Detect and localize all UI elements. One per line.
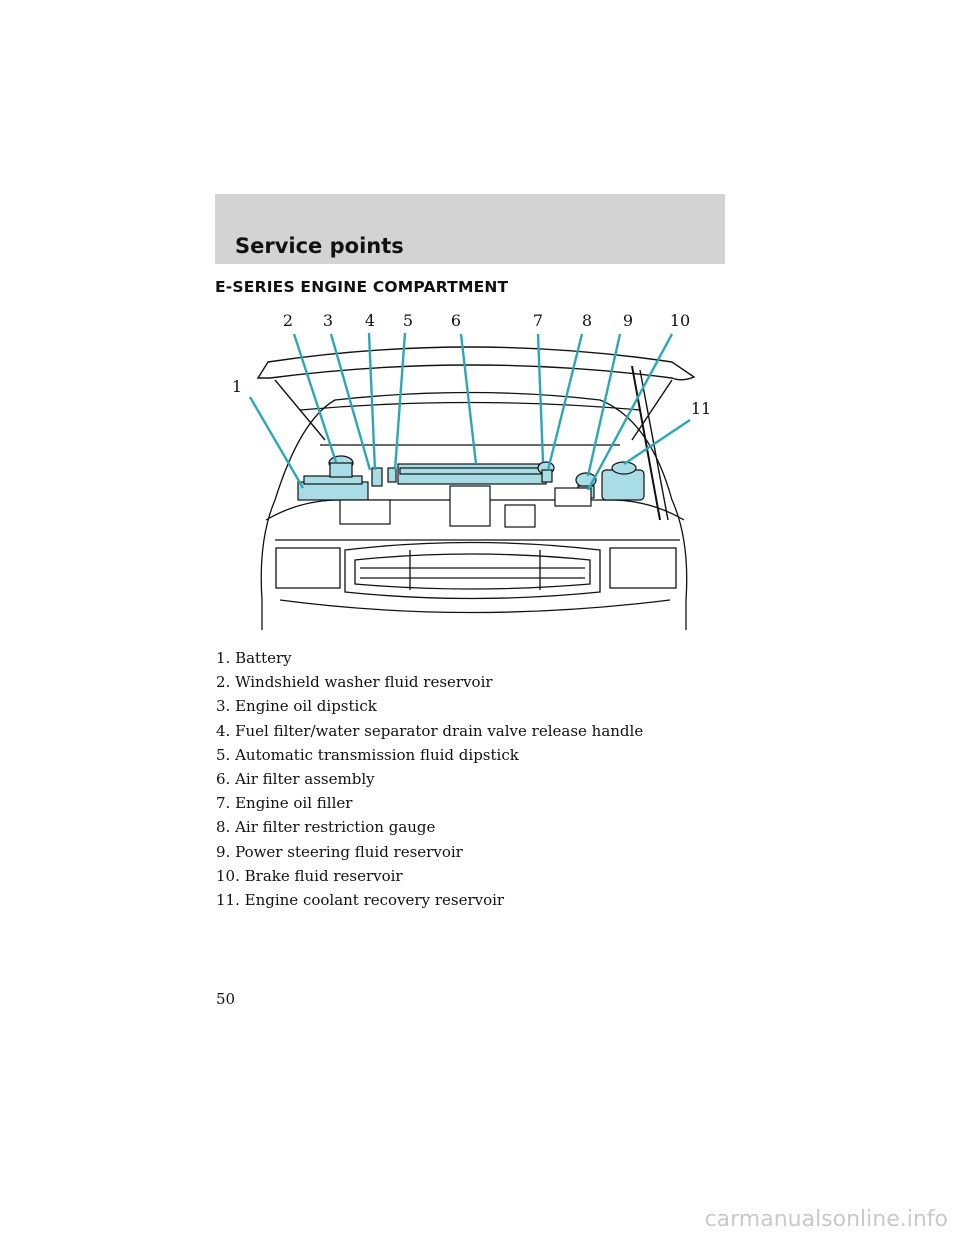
callout-1: 1 <box>232 377 242 396</box>
legend-item: 9. Power steering fluid reservoir <box>216 842 463 861</box>
callout-5: 5 <box>403 311 413 330</box>
legend-item: 3. Engine oil dipstick <box>216 697 377 716</box>
callout-7: 7 <box>533 311 543 330</box>
header-band: Service points <box>215 194 725 264</box>
legend-item: 7. Engine oil filler <box>216 794 353 813</box>
section-title: E-SERIES ENGINE COMPARTMENT <box>215 278 509 296</box>
callout-10: 10 <box>670 311 690 330</box>
legend-item: 6. Air filter assembly <box>216 769 375 788</box>
legend-item: 10. Brake fluid reservoir <box>216 866 403 885</box>
engine-compartment-diagram: 1 2 3 4 5 6 7 8 9 10 11 <box>232 311 711 630</box>
callout-numbers: 1 2 3 4 5 6 7 8 9 10 11 <box>232 311 711 418</box>
callout-11: 11 <box>691 399 711 418</box>
page-number: 50 <box>216 990 236 1008</box>
legend-item: 5. Automatic transmission fluid dipstick <box>216 745 519 764</box>
legend-item: 1. Battery <box>216 649 292 667</box>
legend-item: 4. Fuel filter/water separator drain val… <box>216 721 644 740</box>
callout-9: 9 <box>623 311 633 330</box>
callout-4: 4 <box>365 311 375 330</box>
legend-item: 2. Windshield washer fluid reservoir <box>216 673 493 692</box>
page-header-title: Service points <box>235 234 404 258</box>
callout-8: 8 <box>582 311 592 330</box>
callout-3: 3 <box>323 311 333 330</box>
watermark: carmanualsonline.info <box>704 1207 948 1232</box>
parts-legend: 1. Battery 2. Windshield washer fluid re… <box>216 646 643 912</box>
van-body-drawing <box>260 391 688 630</box>
legend-item: 8. Air filter restriction gauge <box>216 818 436 837</box>
legend-item: 11. Engine coolant recovery reservoir <box>216 890 505 909</box>
callout-6: 6 <box>451 311 461 330</box>
callout-2: 2 <box>283 311 293 330</box>
engine-parts-drawing <box>297 455 645 528</box>
callout-leader-lines <box>248 332 691 491</box>
